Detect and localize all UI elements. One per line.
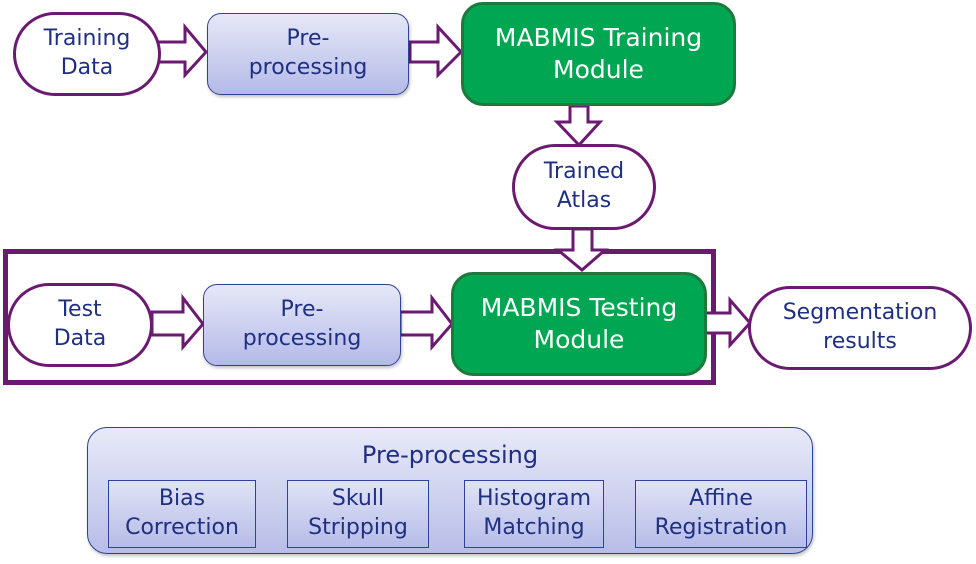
testing-module-node: MABMIS Testing Module xyxy=(451,272,707,376)
training-data-node: Training Data xyxy=(13,12,161,96)
arrow-preprocessing-to-testing-module xyxy=(398,293,454,352)
training-preprocessing-node: Pre- processing xyxy=(207,13,409,95)
step-affine-registration: Affine Registration xyxy=(635,480,807,548)
arrow-training-module-to-atlas xyxy=(553,104,604,148)
testing-preprocessing-node: Pre- processing xyxy=(203,284,401,366)
step-skull-stripping: Skull Stripping xyxy=(287,480,429,548)
segmentation-results-label: Segmentation results xyxy=(782,300,938,354)
training-module-label: MABMIS Training Module xyxy=(494,22,703,85)
step-label: Affine Registration xyxy=(654,486,788,540)
test-data-label: Test Data xyxy=(53,297,107,351)
arrow-test-data-to-preprocessing xyxy=(150,293,205,352)
step-label: Skull Stripping xyxy=(308,486,408,540)
training-module-node: MABMIS Training Module xyxy=(461,2,736,106)
testing-preprocessing-label: Pre- processing xyxy=(242,297,362,351)
trained-atlas-node: Trained Atlas xyxy=(512,144,656,230)
training-data-label: Training Data xyxy=(43,26,131,80)
testing-module-label: MABMIS Testing Module xyxy=(480,292,678,355)
segmentation-results-node: Segmentation results xyxy=(748,286,972,370)
arrow-preprocessing-to-training-module xyxy=(408,23,464,79)
trained-atlas-label: Trained Atlas xyxy=(543,159,625,213)
preprocessing-detail-title: Pre-processing xyxy=(361,441,539,469)
training-preprocessing-label: Pre- processing xyxy=(248,26,368,80)
step-label: Histogram Matching xyxy=(476,486,592,540)
test-data-node: Test Data xyxy=(7,283,153,367)
arrow-training-data-to-preprocessing xyxy=(156,22,208,79)
step-label: Bias Correction xyxy=(125,486,239,540)
arrow-atlas-to-testing-module xyxy=(553,227,610,272)
arrow-testing-module-to-results xyxy=(701,295,753,349)
step-bias-correction: Bias Correction xyxy=(108,480,256,548)
step-histogram-matching: Histogram Matching xyxy=(464,480,604,548)
